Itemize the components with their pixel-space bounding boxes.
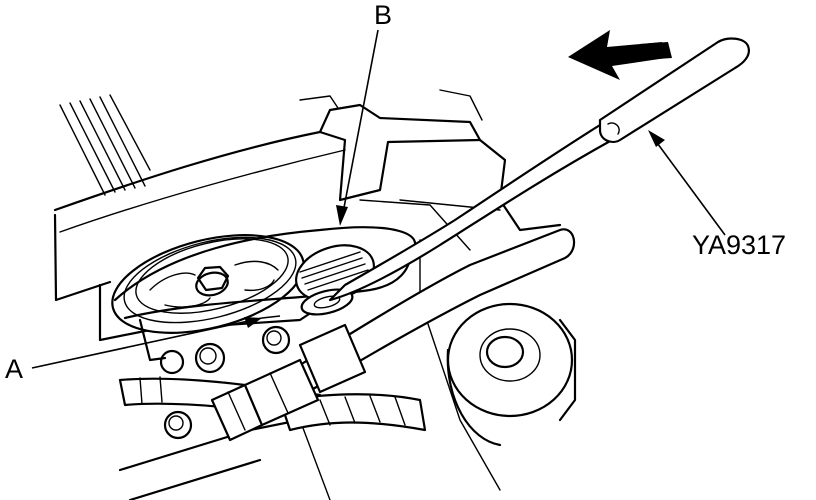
callout-label-b: B bbox=[374, 0, 393, 30]
pipe-assembly bbox=[210, 228, 576, 442]
pulley-lower-right bbox=[446, 302, 577, 447]
callout-label-a: A bbox=[5, 354, 24, 384]
callout-a-leader bbox=[31, 315, 281, 369]
engine-block bbox=[53, 89, 562, 491]
bolts bbox=[138, 318, 291, 440]
ribbed-hose-lines bbox=[59, 94, 151, 196]
pulley-center-bolt bbox=[195, 265, 230, 297]
callout-tool-leader bbox=[648, 130, 726, 236]
direction-arrow bbox=[568, 30, 672, 80]
callout-b-leader bbox=[336, 29, 379, 226]
callout-label-tool: YA9317 bbox=[692, 230, 787, 260]
prying-tool bbox=[328, 37, 750, 302]
